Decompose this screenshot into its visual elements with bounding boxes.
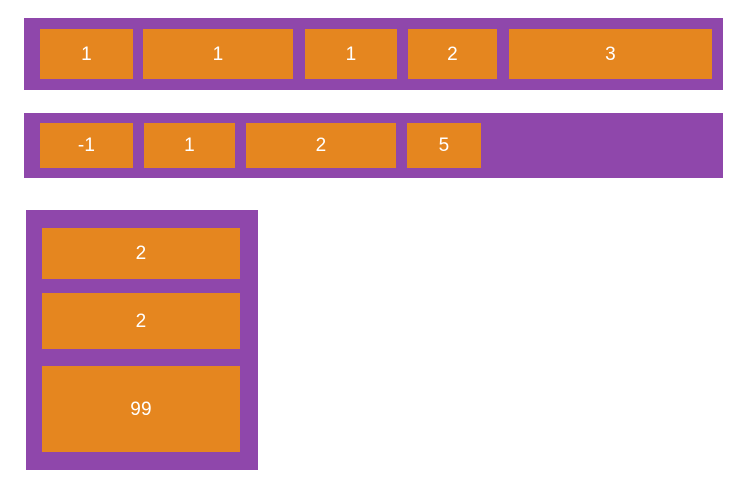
- flex-item[interactable]: -1: [40, 123, 133, 168]
- flex-item[interactable]: 2: [246, 123, 396, 168]
- flex-item[interactable]: 2: [408, 29, 497, 79]
- flex-item[interactable]: 5: [407, 123, 481, 168]
- flex-item[interactable]: 1: [144, 123, 235, 168]
- flex-item[interactable]: 99: [42, 366, 240, 452]
- flex-item[interactable]: 1: [305, 29, 397, 79]
- flex-container-row-one: 1 1 1 2 3: [24, 18, 723, 90]
- flex-item[interactable]: 3: [509, 29, 712, 79]
- flex-item[interactable]: 2: [42, 293, 240, 349]
- flex-item[interactable]: 1: [40, 29, 133, 79]
- flex-item[interactable]: 1: [143, 29, 293, 79]
- flex-container-row-two: -1 1 2 5: [24, 113, 723, 178]
- flex-item[interactable]: 2: [42, 228, 240, 279]
- flex-container-column-one: 2 2 99: [26, 210, 258, 470]
